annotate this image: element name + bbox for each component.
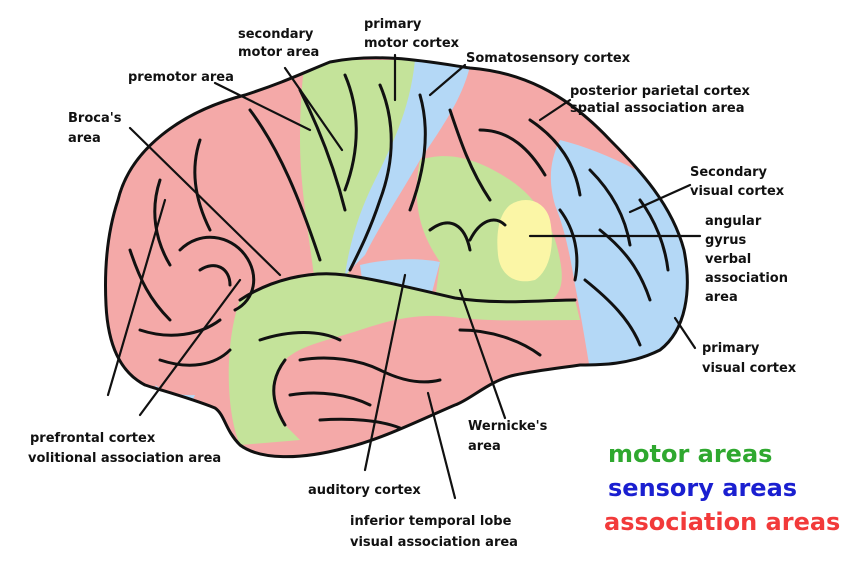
motor-band-region [300,60,430,285]
leader-prefrontal-1 [106,198,167,397]
brain-gyri [128,73,670,430]
label-premotor-area: premotor area [128,70,234,85]
leader-secondary-motor [283,66,344,152]
label-brocas-area: Broca's area [68,111,126,146]
leader-brocas [128,126,282,277]
label-posterior-parietal-cortex: posterior parietal cortex spatial associ… [570,84,754,116]
angular-gyrus-region [497,200,552,282]
leader-somatosensory [428,63,467,97]
legend: motor areas sensory areas association ar… [604,440,840,536]
temporal-green-region [228,273,580,445]
label-angular-gyrus: angular gyrus verbal association area [705,214,793,305]
label-primary-visual-cortex: primary visual cortex [702,341,797,376]
label-somatosensory-cortex: Somatosensory cortex [466,51,631,66]
labels: secondary motor area primary motor corte… [28,17,797,550]
leader-prefrontal-2 [138,278,242,417]
label-secondary-visual-cortex: Secondary visual cortex [690,165,785,199]
label-primary-motor-cortex: primary motor cortex [364,17,460,51]
label-inferior-temporal-lobe: inferior temporal lobe visual associatio… [350,514,518,550]
legend-association-areas: association areas [604,508,840,536]
somatosensory-strip [345,60,470,275]
brain-contour [104,56,689,459]
legend-sensory-areas: sensory areas [608,474,797,502]
leader-posterior-parietal [538,98,572,122]
leader-inferior-temporal [426,391,457,500]
label-auditory-cortex: auditory cortex [308,483,421,498]
leader-lines [106,53,702,500]
leader-premotor [213,81,312,132]
leader-auditory [363,273,407,472]
leader-primary-visual [673,316,697,350]
leader-wernickes [458,288,507,420]
legend-motor-areas: motor areas [608,440,772,468]
label-wernickes-area: Wernicke's area [468,419,552,454]
leader-secondary-visual [628,183,692,214]
label-prefrontal-cortex: prefrontal cortex volitional association… [28,431,221,466]
label-secondary-motor-area: secondary motor area [238,27,319,60]
